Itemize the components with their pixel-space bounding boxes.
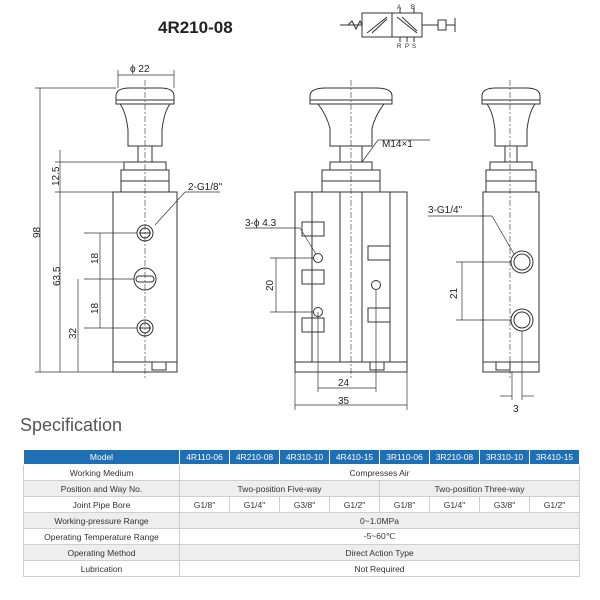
dim-phi22: ϕ 22 [130, 64, 150, 75]
table-cell: 0~1.0MPa [179, 512, 580, 529]
drawing-title: 4R210-08 [158, 18, 233, 37]
dim-21: 21 [449, 287, 460, 299]
port-label-s: S [412, 44, 416, 50]
row-label: Operating Method [23, 544, 180, 561]
dim-12-5: 12.5 [51, 166, 62, 186]
table-cell: G3/8" [279, 496, 330, 513]
table-cell: Two-position Five-way [179, 480, 380, 497]
dim-3: 3 [513, 404, 519, 415]
row-label: Working Medium [23, 464, 180, 481]
dim-18-upper: 18 [90, 252, 101, 264]
table-cell: G1/4" [429, 496, 480, 513]
side-view [112, 80, 178, 380]
side-view-dimensions [35, 70, 220, 373]
callout-side-ports: 2-G1/8" [188, 182, 223, 193]
dim-32: 32 [68, 327, 79, 339]
table-cell: -5~60℃ [179, 528, 580, 545]
table-cell: G1/2" [529, 496, 580, 513]
table-cell: G1/8" [379, 496, 430, 513]
row-label: Position and Way No. [23, 480, 180, 497]
row-label: Operating Temperature Range [23, 528, 180, 545]
table-cell: Not Required [179, 560, 580, 577]
row-label: Lubrication [23, 560, 180, 577]
dim-98: 98 [32, 226, 43, 238]
column-header-3r410-15: 3R410-15 [529, 449, 580, 465]
port-label-r: R [397, 44, 402, 50]
column-header-4r210-08: 4R210-08 [229, 449, 280, 465]
table-cell: G3/8" [479, 496, 530, 513]
table-row: Operating Temperature Range-5~60℃ [23, 528, 580, 545]
column-header-4r410-15: 4R410-15 [329, 449, 380, 465]
callout-holes: 3-ϕ 4.3 [245, 218, 277, 229]
specification-heading: Specification [20, 415, 123, 435]
row-label: Joint Pipe Bore [23, 496, 180, 513]
table-cell: G1/2" [329, 496, 380, 513]
dim-24: 24 [338, 378, 350, 389]
port-label-a: A [397, 5, 401, 11]
table-cell: G1/4" [229, 496, 280, 513]
dim-20: 20 [265, 279, 276, 291]
dim-63-5: 63.5 [52, 266, 63, 286]
front-view-dimensions [245, 139, 430, 410]
column-header-3r210-08: 3R210-08 [429, 449, 480, 465]
front-view [294, 80, 408, 380]
column-header-3r310-10: 3R310-10 [479, 449, 530, 465]
rear-view-dimensions [428, 215, 534, 400]
rear-view [481, 80, 541, 380]
column-header-4r310-10: 4R310-10 [279, 449, 330, 465]
table-cell: G1/8" [179, 496, 230, 513]
callout-thread: M14×1 [382, 139, 413, 150]
port-label-p: P [405, 44, 409, 50]
column-header-model: Model [23, 449, 180, 465]
table-row: Position and Way No.Two-position Five-wa… [23, 480, 580, 497]
column-header-3r110-06: 3R110-06 [379, 449, 430, 465]
port-label-b: B [411, 5, 415, 11]
column-header-4r110-06: 4R110-06 [179, 449, 230, 465]
callout-back-ports: 3-G1/4" [428, 205, 463, 216]
table-cell: Compresses Air [179, 464, 580, 481]
dim-35: 35 [338, 396, 350, 407]
valve-symbol [340, 8, 456, 42]
technical-drawing: 4R210-08 A B R P S [32, 5, 541, 415]
dim-18-lower: 18 [90, 302, 101, 314]
row-label: Working-pressure Range [23, 512, 180, 529]
table-cell: Two-position Three-way [379, 480, 580, 497]
table-cell: Direct Action Type [179, 544, 580, 561]
